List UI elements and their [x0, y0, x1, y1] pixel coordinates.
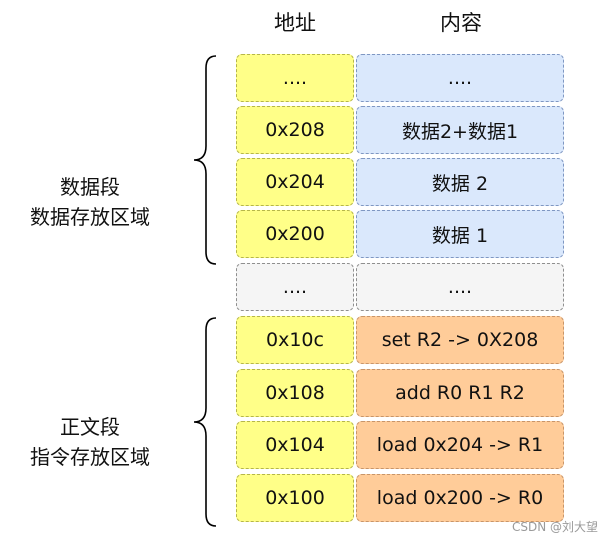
content-column-header: 内容 [440, 11, 482, 35]
memory-row: 0x208 数据2+数据1 [236, 106, 564, 154]
address-cell: 0x200 [236, 210, 354, 258]
memory-row: 0x10c set R2 -> 0X208 [236, 316, 564, 364]
memory-row: 0x200 数据 1 [236, 210, 564, 258]
data-segment-title: 数据段 [60, 175, 120, 199]
watermark: CSDN @刘大望 [511, 520, 598, 534]
address-cell: 0x208 [236, 106, 354, 154]
instruction-cell: add R0 R1 R2 [356, 369, 564, 417]
memory-row: 0x108 add R0 R1 R2 [236, 369, 564, 417]
address-column-header: 地址 [274, 11, 316, 35]
content-cell: 数据2+数据1 [356, 106, 564, 154]
instruction-cell: load 0x200 -> R0 [356, 474, 564, 522]
address-cell: .... [236, 54, 354, 102]
gap-content-cell: .... [356, 263, 564, 311]
address-cell: 0x100 [236, 474, 354, 522]
memory-row: 0x100 load 0x200 -> R0 [236, 474, 564, 522]
instruction-cell: load 0x204 -> R1 [356, 421, 564, 469]
content-cell: 数据 2 [356, 158, 564, 206]
memory-row: 0x204 数据 2 [236, 158, 564, 206]
address-cell: 0x10c [236, 316, 354, 364]
data-segment-label: 数据段 数据存放区域 [10, 172, 170, 232]
memory-row: .... .... [236, 54, 564, 102]
data-segment-brace [193, 55, 217, 265]
text-segment-label: 正文段 指令存放区域 [10, 412, 170, 472]
instruction-cell: set R2 -> 0X208 [356, 316, 564, 364]
text-segment-subtitle: 指令存放区域 [30, 445, 150, 469]
gap-address-cell: .... [236, 263, 354, 311]
address-cell: 0x204 [236, 158, 354, 206]
content-cell: 数据 1 [356, 210, 564, 258]
data-segment-subtitle: 数据存放区域 [30, 205, 150, 229]
address-cell: 0x104 [236, 421, 354, 469]
text-segment-brace [193, 317, 217, 527]
gap-row: .... .... [236, 263, 564, 311]
text-segment-title: 正文段 [60, 415, 120, 439]
address-cell: 0x108 [236, 369, 354, 417]
content-cell: .... [356, 54, 564, 102]
memory-row: 0x104 load 0x204 -> R1 [236, 421, 564, 469]
